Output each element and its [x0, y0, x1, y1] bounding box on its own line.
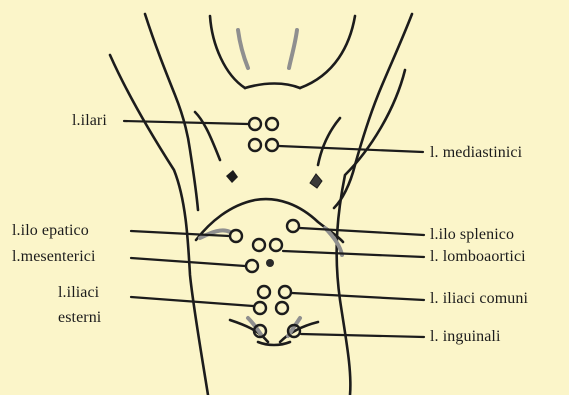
- neck-line: [245, 84, 300, 89]
- label-lomboaortici: l. lomboaortici: [430, 248, 526, 266]
- node-splenic-hilum: [287, 220, 299, 232]
- right-axilla-shade: [289, 30, 297, 68]
- pelvis-bottom: [258, 342, 290, 345]
- leader-lomboaortici: [283, 251, 424, 257]
- pelvis-left: [230, 320, 268, 342]
- right-arm-inner: [300, 16, 355, 88]
- node-mediastinal-2: [266, 139, 278, 151]
- label-iliaci-comuni: l. iliaci comuni: [430, 290, 528, 308]
- leader-ilari: [124, 121, 248, 124]
- label-mediastinici: l. mediastinici: [430, 144, 522, 162]
- node-mesenteric: [246, 260, 258, 272]
- node-mediastinal-1: [249, 139, 261, 151]
- label-ilo-splenico: l.ilo splenico: [430, 226, 514, 244]
- right-chest-mark: [310, 174, 322, 188]
- leader-inguinali: [301, 334, 424, 337]
- node-common-iliac-1: [258, 286, 270, 298]
- node-hepatic-hilum: [230, 230, 242, 242]
- label-ilari: l.ilari: [72, 112, 107, 130]
- right-chest-line: [318, 118, 340, 165]
- left-chest-mark: [226, 170, 238, 183]
- node-lomboaortic-1: [253, 239, 265, 251]
- left-torso-side: [110, 55, 208, 395]
- node-hilar-1: [249, 118, 261, 130]
- left-chest-line: [195, 112, 220, 160]
- left-axilla-shade: [238, 30, 248, 68]
- node-external-iliac-1: [254, 302, 266, 314]
- node-common-iliac-2: [279, 286, 291, 298]
- label-ilo-epatico: l.ilo epatico: [12, 222, 89, 240]
- leader-mediastinici: [279, 146, 423, 152]
- label-iliaci-esterni-line1: l.iliaci: [58, 284, 99, 302]
- label-inguinali: l. inguinali: [430, 328, 501, 346]
- node-lomboaortic-2: [270, 239, 282, 251]
- label-iliaci-esterni-line2: esterni: [58, 309, 101, 327]
- left-arm-outer: [145, 14, 198, 210]
- left-arm-inner: [210, 16, 245, 88]
- label-mesenterici: l.mesenterici: [12, 248, 96, 266]
- node-external-iliac-2: [276, 302, 288, 314]
- node-mesenteric-dark: [266, 259, 274, 267]
- leader-ilo-splenico: [300, 228, 424, 235]
- leader-iliaci-comuni: [292, 293, 424, 300]
- node-hilar-2: [266, 118, 278, 130]
